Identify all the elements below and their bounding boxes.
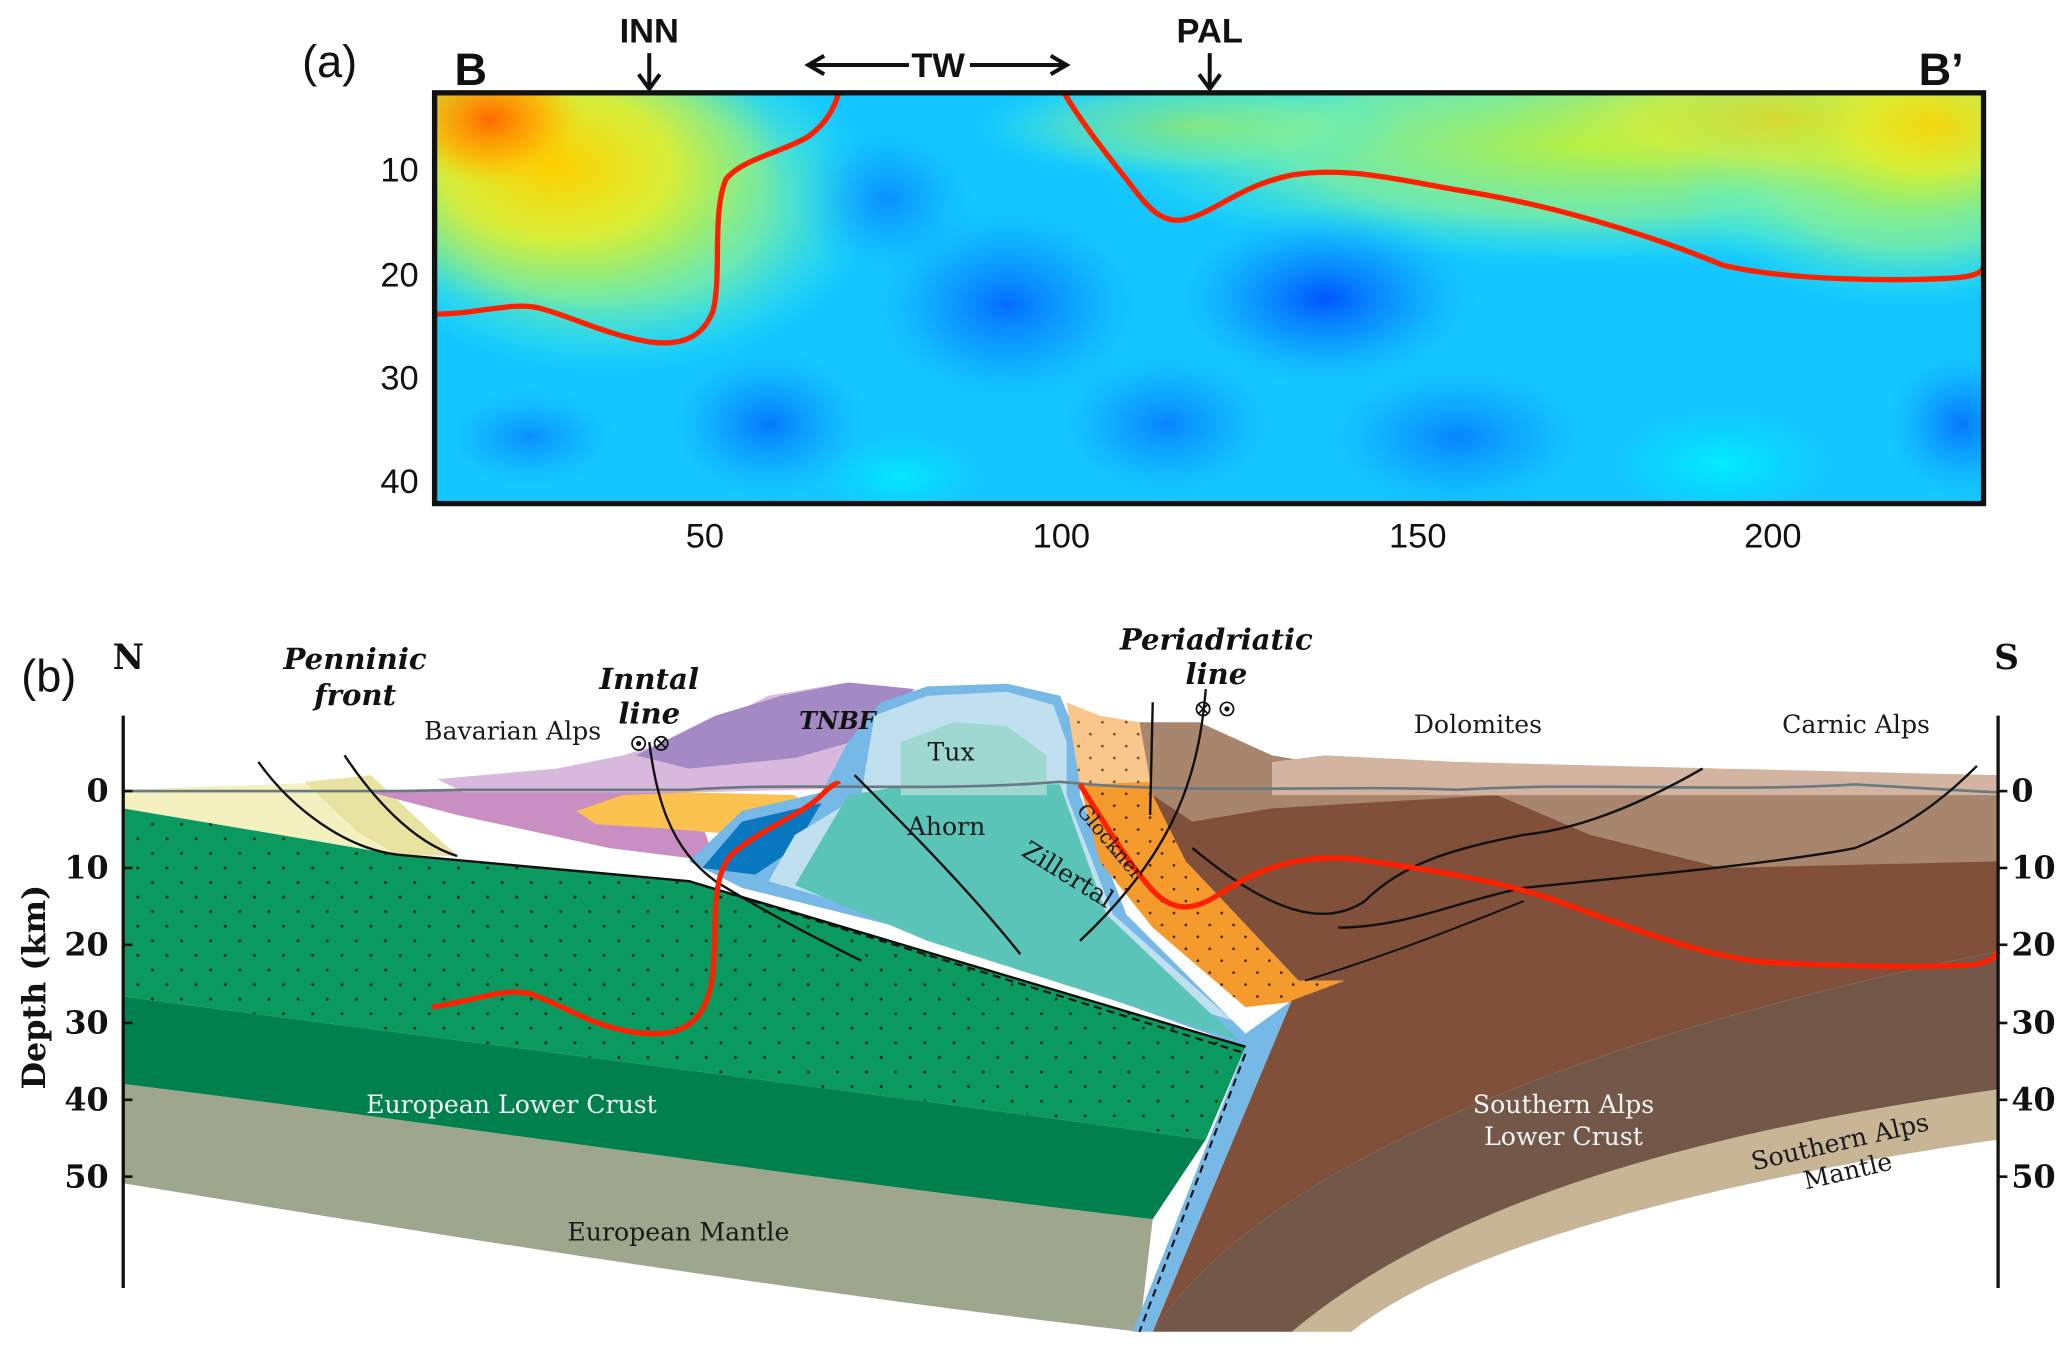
profile-start-label: B [454, 44, 487, 95]
y-tick: 0 [87, 773, 109, 810]
northern-calcareous-purple [636, 682, 915, 769]
marker-tw-label: TW [911, 47, 965, 85]
moho-boundary-west [434, 92, 842, 346]
tux-nappe [901, 722, 1047, 796]
y-tick: 30 [2011, 1005, 2055, 1042]
glockner-nappe [1079, 781, 1345, 1008]
y-tick: 10 [2011, 850, 2055, 887]
y-tick: 40 [380, 463, 418, 501]
topographic-surface [123, 780, 1999, 794]
southern-alps-lower-crust [1152, 951, 1999, 1332]
tauern-core [795, 781, 1239, 1041]
marker-inn: INN [620, 12, 679, 93]
y-tick: 20 [64, 926, 108, 963]
southern-alps-lower-crust-label: Lower Crust [1484, 1122, 1643, 1151]
y-tick: 0 [2011, 773, 2033, 810]
southern-alps-lower-crust-label: Southern Alps [1473, 1090, 1654, 1119]
velocity-section [434, 92, 1984, 504]
european-upper-crust [123, 808, 1246, 1140]
european-mantle [123, 1083, 1153, 1332]
marker-pal: PAL [1177, 12, 1243, 93]
y-tick: 20 [380, 256, 418, 294]
left-arrow-icon [804, 54, 909, 76]
penninic-front-label: Penninic [283, 642, 427, 676]
y-tick: 30 [380, 360, 418, 398]
x-tick: 100 [1033, 517, 1090, 555]
down-arrow-icon [1197, 53, 1222, 93]
panel-a-y-ticks: 10 20 30 40 [380, 152, 418, 501]
european-mantle-label: European Mantle [567, 1217, 789, 1246]
y-tick: 30 [64, 1005, 108, 1042]
austroalpine-peak [1066, 702, 1153, 785]
periadriatic-line-label: Periadriatic [1119, 622, 1313, 656]
panel-b-label: (b) [21, 651, 76, 702]
panel-a: (a) B B’ INN [302, 12, 1987, 555]
european-lower-crust-label: European Lower Crust [366, 1090, 657, 1119]
panel-a-label: (a) [302, 36, 357, 87]
moho-boundary-west [431, 780, 842, 1037]
inntal-line-label: Inntal [599, 662, 699, 696]
carnic-alps-label: Carnic Alps [1782, 710, 1930, 739]
inntal-line-label: line [618, 697, 680, 731]
x-tick: 200 [1744, 517, 1801, 555]
north-label: N [113, 638, 144, 678]
x-tick: 150 [1389, 517, 1446, 555]
dolomites-label: Dolomites [1414, 710, 1542, 739]
down-arrow-icon [637, 53, 662, 93]
southern-alps-mantle [1291, 1086, 1999, 1332]
profile-end-label: B’ [1919, 44, 1964, 95]
ahorn-label: Ahorn [907, 812, 986, 841]
panel-b: (b) [16, 622, 2056, 1333]
tnbf-label: TNBF [799, 707, 878, 735]
tux-label: Tux [928, 738, 975, 767]
y-tick: 50 [2011, 1158, 2055, 1195]
y-tick: 50 [64, 1158, 108, 1195]
southern-alps-upper-crust [1152, 795, 1999, 1332]
y-tick: 20 [2011, 926, 2055, 963]
y-tick: 40 [64, 1081, 108, 1118]
y-tick: 40 [2011, 1081, 2055, 1118]
periadriatic-line-label: line [1185, 657, 1247, 691]
bavarian-alps-label: Bavarian Alps [424, 716, 601, 745]
panel-a-frame [431, 90, 1987, 507]
geologic-cross-section [123, 682, 2001, 1333]
strike-slip-symbols [631, 701, 1235, 751]
faults [257, 688, 1978, 1048]
right-depth-axis: 0 10 20 30 40 50 S [1994, 638, 2056, 1288]
marker-inn-label: INN [620, 12, 679, 50]
panel-a-x-ticks: 50 100 150 200 [686, 517, 1802, 555]
moho-boundary-east [1077, 783, 2001, 970]
left-depth-axis: 0 10 20 30 40 50 Depth (km) N [16, 638, 144, 1288]
y-axis-title: Depth (km) [16, 885, 53, 1090]
marker-tw: TW [804, 47, 1071, 85]
y-tick: 10 [380, 152, 418, 190]
x-tick: 50 [686, 517, 724, 555]
european-lower-crust [123, 996, 1206, 1220]
marker-pal-label: PAL [1177, 12, 1243, 50]
south-label: S [1994, 638, 2019, 678]
y-tick: 10 [64, 850, 108, 887]
right-arrow-icon [969, 54, 1071, 76]
moho-boundary-east [1061, 92, 1984, 283]
penninic-front-label: front [312, 678, 397, 712]
